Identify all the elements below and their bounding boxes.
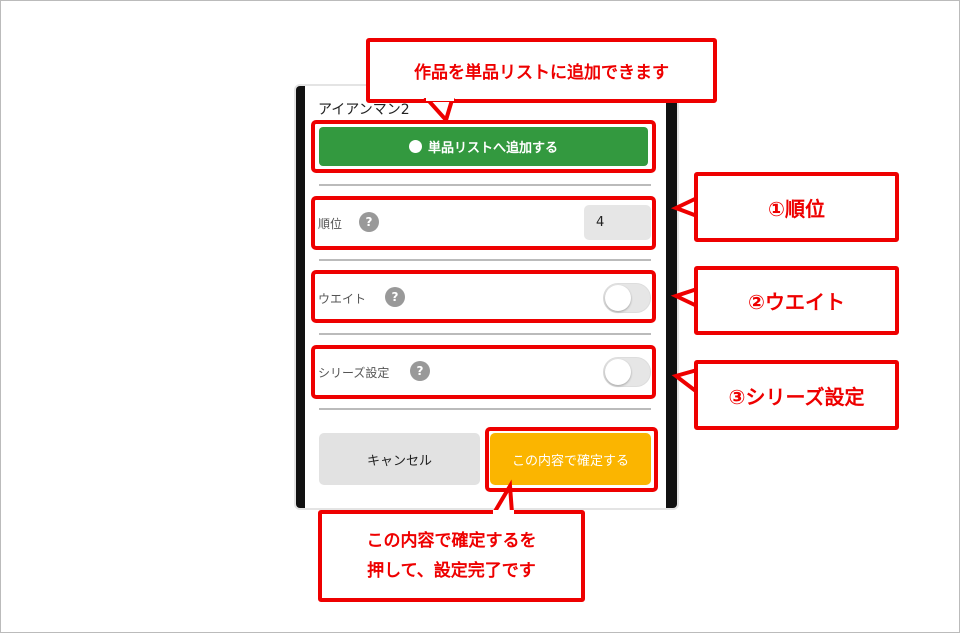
circle-icon	[408, 140, 422, 153]
help-icon[interactable]: ?	[385, 287, 405, 307]
highlight-add-button	[311, 120, 656, 173]
add-to-single-list-button[interactable]: 単品リストへ追加する	[319, 127, 648, 166]
callout-bottom-line2: 押して、設定完了です	[367, 561, 536, 581]
help-icon[interactable]: ?	[410, 361, 430, 381]
rank-label: 順位	[318, 217, 343, 231]
rank-input[interactable]: 4	[584, 205, 651, 240]
divider	[319, 408, 651, 410]
highlight-rank	[311, 196, 656, 250]
dialog-title: アイアンマン2	[318, 102, 410, 118]
highlight-wait	[311, 270, 656, 323]
cancel-button[interactable]: キャンセル	[319, 433, 480, 485]
highlight-confirm	[485, 427, 658, 492]
callout-top: 作品を単品リストに追加できます	[366, 38, 717, 103]
callout-series: ③シリーズ設定	[694, 360, 899, 430]
divider	[319, 184, 651, 186]
confirm-button[interactable]: この内容で確定する	[490, 433, 651, 485]
wait-toggle[interactable]	[603, 283, 651, 313]
callout-bottom: この内容で確定するを 押して、設定完了です	[318, 510, 585, 602]
callout-rank: ①順位	[694, 172, 899, 242]
divider	[319, 259, 651, 261]
series-toggle[interactable]	[603, 357, 651, 387]
divider	[319, 333, 651, 335]
series-label: シリーズ設定	[318, 366, 390, 380]
wait-label: ウエイト	[318, 292, 367, 306]
callout-bottom-line1: この内容で確定するを	[366, 531, 537, 551]
highlight-series	[311, 345, 656, 399]
callout-wait: ②ウエイト	[694, 266, 899, 335]
add-button-label: 単品リストへ追加する	[427, 141, 558, 156]
help-icon[interactable]: ?	[359, 212, 379, 232]
